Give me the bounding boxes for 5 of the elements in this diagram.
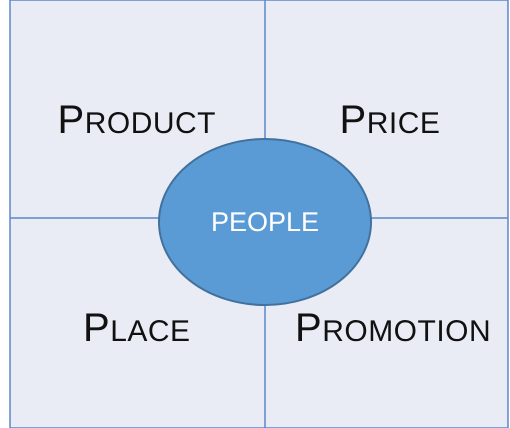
quadrant-label: PROMOTION [295, 306, 492, 350]
quadrant-label: PLACE [83, 306, 191, 350]
ellipse-label: PEOPLE [211, 206, 320, 238]
quadrant-label: PRICE [340, 98, 440, 142]
quadrant-label: PRODUCT [58, 98, 216, 142]
